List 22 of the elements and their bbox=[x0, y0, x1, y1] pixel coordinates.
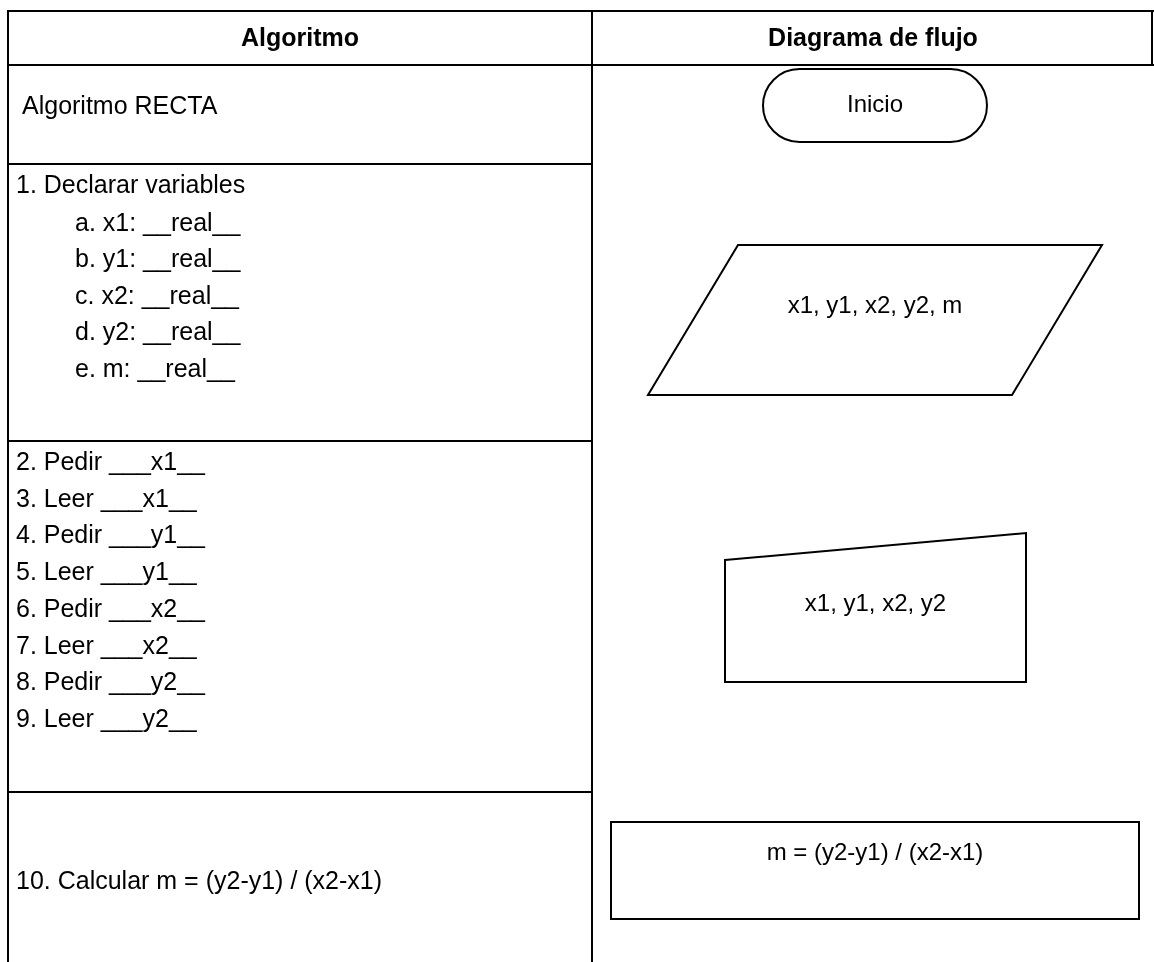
step-text: 7. Leer ___x2__ bbox=[16, 629, 197, 660]
algorithm-title: Algoritmo RECTA bbox=[22, 90, 218, 120]
step-text: 4. Pedir ___y1__ bbox=[16, 519, 206, 550]
node-label: m = (y2-y1) / (x2-x1) bbox=[765, 838, 985, 866]
step-text: 9. Leer ___y2__ bbox=[16, 702, 197, 733]
node-label: Inicio bbox=[846, 90, 904, 118]
step-text: b. y1: __real__ bbox=[75, 243, 241, 273]
step-text: 3. Leer ___x1__ bbox=[16, 482, 197, 513]
step-text: 5. Leer ___y1__ bbox=[16, 556, 197, 587]
step-text: 10. Calcular m = (y2-y1) / (x2-x1) bbox=[16, 865, 383, 895]
node-label: x1, y1, x2, y2 bbox=[803, 589, 948, 617]
step-text: 1. Declarar variables bbox=[16, 169, 246, 199]
step-text: a. x1: __real__ bbox=[75, 207, 241, 237]
column-header: Diagrama de flujo bbox=[767, 22, 979, 52]
step-text: 8. Pedir ___y2__ bbox=[16, 666, 206, 697]
node-label: x1, y1, x2, y2, m bbox=[786, 291, 964, 319]
step-text: 2. Pedir ___x1__ bbox=[16, 446, 206, 476]
step-text: e. m: __real__ bbox=[75, 353, 235, 383]
step-text: 6. Pedir ___x2__ bbox=[16, 592, 206, 623]
column-header: Algoritmo bbox=[239, 22, 360, 52]
step-text: c. x2: __real__ bbox=[75, 280, 239, 310]
step-text: d. y2: __real__ bbox=[75, 316, 241, 346]
